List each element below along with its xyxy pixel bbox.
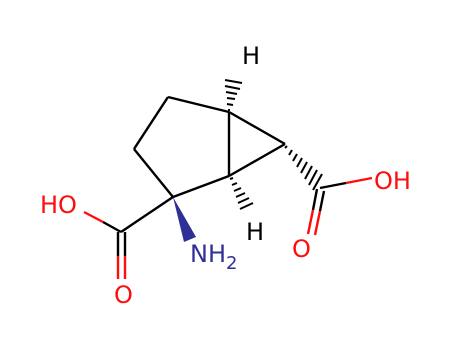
atom-oh-right: OH (374, 167, 411, 195)
bond-c5-c1 (167, 95, 230, 114)
atom-o-left: O (114, 281, 133, 309)
atom-h-bottom: H (246, 218, 264, 246)
atom-h-top: H (242, 42, 260, 70)
bond-carboxyl-right-c-o-2-black (318, 190, 326, 212)
hashed-bond-h-bottom (229, 177, 254, 210)
bond-c3-c4 (172, 174, 230, 199)
hashed-bond-h-top (224, 79, 243, 111)
atom-ho-left: HO (40, 191, 77, 219)
atom-nh2-subscript: 2 (226, 253, 237, 274)
bond-c3-carboxyl-left (120, 196, 174, 233)
atom-nh2-main: NH (190, 240, 226, 268)
atom-nh2: NH2 (190, 240, 237, 274)
bond-c2-c3 (133, 148, 174, 198)
bond-c5-c6 (228, 110, 286, 146)
atom-o-right: O (292, 235, 311, 263)
wedge-bond-c3-nh2 (173, 197, 196, 242)
bond-carboxyl-left-c-oh-black (102, 220, 122, 234)
bond-carboxyl-right-c-o-2-red (313, 210, 322, 236)
bond-carboxyl-right-c-o-1-black (311, 188, 319, 211)
bond-c4-c6 (228, 142, 286, 178)
bond-carboxyl-right-c-oh-black (319, 181, 347, 190)
bond-carboxyl-right-c-oh-red (345, 176, 373, 185)
hashed-bond-c6-carboxyl (284, 145, 323, 191)
bond-c1-c2 (132, 96, 170, 150)
bond-carboxyl-left-c-oh-red (83, 210, 104, 224)
bond-carboxyl-right-c-o-1-red (306, 209, 315, 235)
